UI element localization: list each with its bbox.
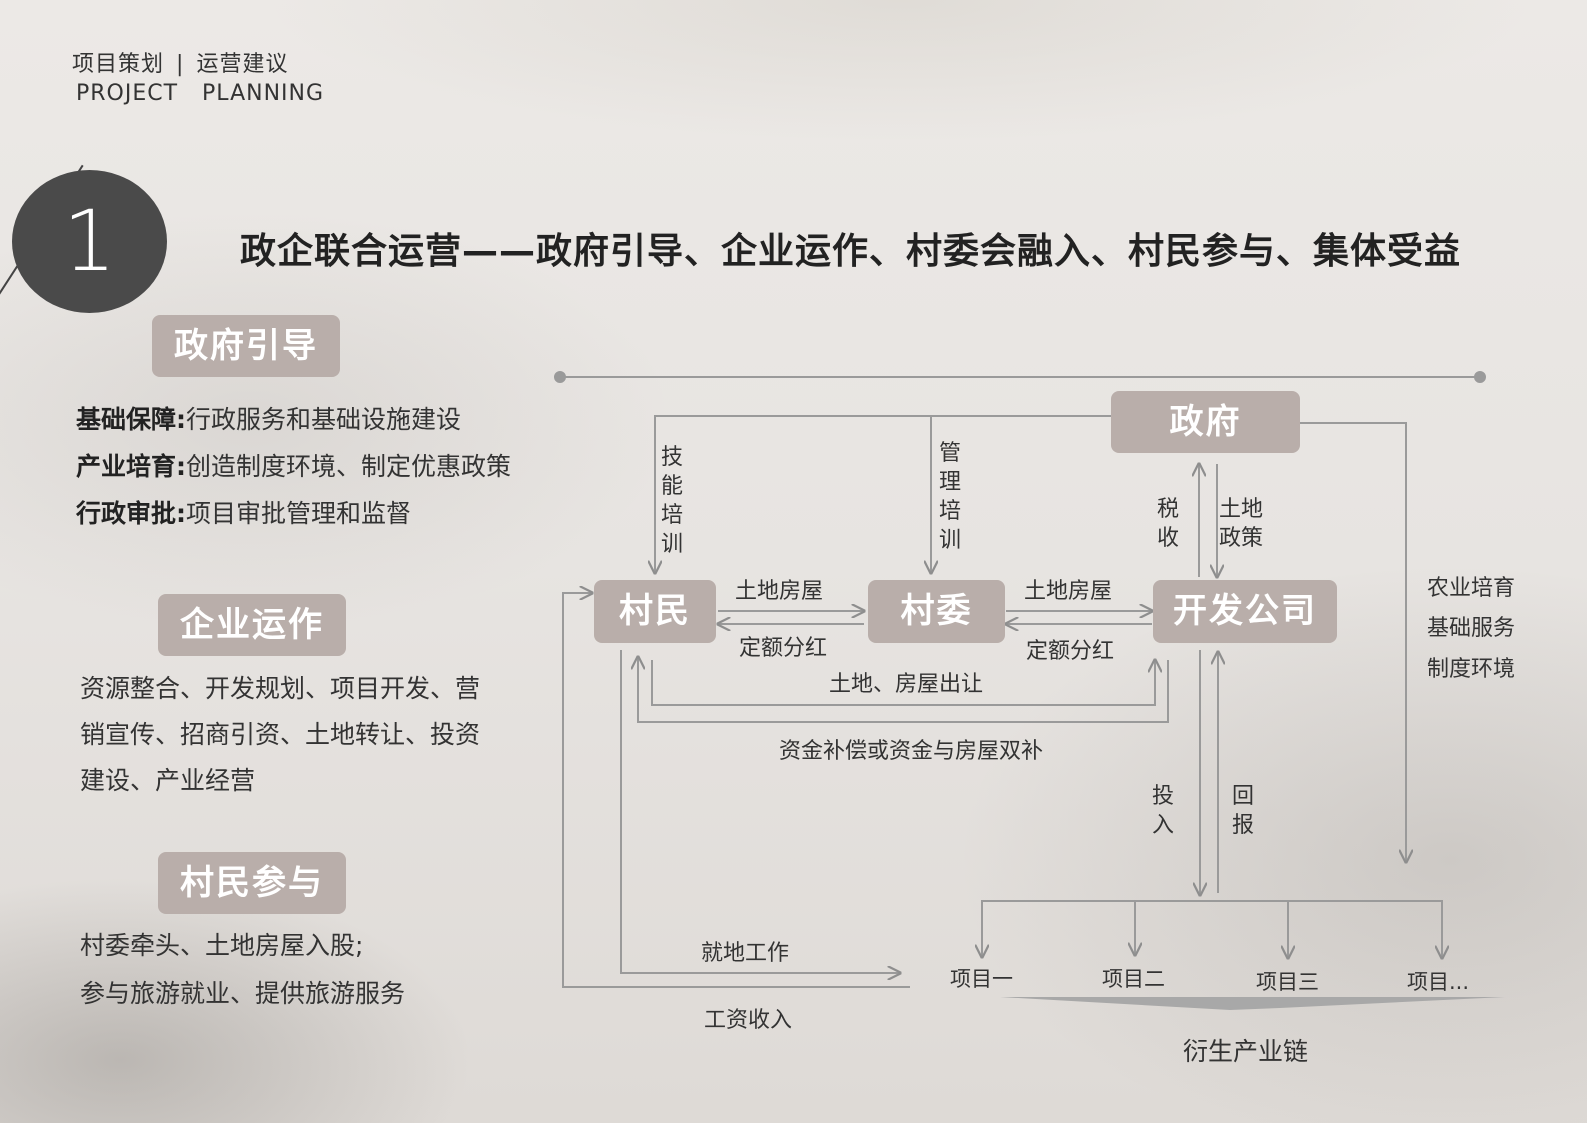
- label-dividend-2: 定额分红: [1026, 639, 1115, 664]
- edge-local-work: [620, 650, 900, 973]
- label-land-house-1: 土地房屋: [735, 579, 824, 604]
- gov-item-label: 产业培育:: [76, 452, 186, 481]
- badge-gov-guidance: 政府引导: [152, 315, 340, 377]
- header-separator: |: [176, 52, 185, 77]
- node-village-committee: 村委: [868, 580, 1005, 643]
- badge-enterprise-operation: 企业运作: [158, 594, 346, 656]
- node-developer: 开发公司: [1153, 580, 1337, 643]
- gov-item-3: 行政审批:项目审批管理和监督: [76, 494, 411, 530]
- project-3: 项目三: [1256, 970, 1319, 994]
- gov-item-1: 基础保障:行政服务和基础设施建设: [76, 400, 461, 436]
- gov-item-text: 创造制度环境、制定优惠政策: [186, 452, 512, 481]
- label-wage-income: 工资收入: [704, 1008, 793, 1033]
- label-agri-cultivation: 农业培育: [1427, 576, 1516, 601]
- label-dividend-1: 定额分红: [739, 636, 828, 661]
- page-title: 政企联合运营——政府引导、企业运作、村委会融入、村民参与、集体受益: [240, 231, 1462, 272]
- label-basic-services: 基础服务: [1427, 616, 1516, 641]
- edge-gov-villagers: [655, 415, 1112, 573]
- chain-underline: [1000, 997, 1505, 1010]
- gov-item-text: 项目审批管理和监督: [186, 499, 412, 528]
- node-government: 政府: [1111, 391, 1300, 453]
- header-breadcrumb: 项目策划 | 运营建议: [72, 46, 288, 78]
- gov-item-label: 基础保障:: [76, 405, 186, 434]
- header-english: PROJECT PLANNING: [76, 81, 325, 106]
- project-2: 项目二: [1102, 967, 1165, 991]
- project-1: 项目一: [950, 967, 1013, 991]
- edge-land-transfer: [651, 660, 1155, 706]
- divider-dot-right: [1474, 371, 1486, 383]
- villager-line-1: 村委牵头、土地房屋入股;: [80, 931, 364, 960]
- villager-line-2: 参与旅游就业、提供旅游服务: [80, 979, 406, 1008]
- edge-gov-projects: [1300, 422, 1406, 862]
- divider-dot-left: [554, 371, 566, 383]
- label-compensation: 资金补偿或资金与房屋双补: [779, 739, 1044, 764]
- project-more: 项目...: [1407, 970, 1470, 994]
- enterprise-line-1: 资源整合、开发规划、项目开发、营: [80, 674, 481, 703]
- enterprise-line-3: 建设、产业经营: [80, 766, 256, 795]
- label-return: 回报: [1231, 784, 1254, 838]
- label-skill-training: 技能培训: [660, 445, 683, 557]
- badge-villager-participation: 村民参与: [158, 852, 346, 914]
- section-number-circle: [12, 170, 167, 313]
- section-number: 1: [62, 192, 117, 290]
- gov-item-text: 行政服务和基础设施建设: [186, 405, 462, 434]
- label-derived-industry-chain: 衍生产业链: [1183, 1037, 1309, 1066]
- header-subcategory: 运营建议: [196, 52, 289, 77]
- header-category: 项目策划: [72, 52, 165, 77]
- node-villagers: 村民: [594, 580, 716, 643]
- label-institutional-env: 制度环境: [1427, 657, 1516, 682]
- enterprise-line-2: 销宣传、招商引资、土地转让、投资: [80, 720, 481, 749]
- gov-item-label: 行政审批:: [76, 499, 186, 528]
- edge-compensation: [638, 657, 1169, 723]
- label-invest: 投入: [1151, 784, 1174, 838]
- label-mgmt-training: 管理培训: [938, 441, 961, 553]
- label-land-house-2: 土地房屋: [1024, 579, 1113, 604]
- villager-description: 村委牵头、土地房屋入股; 参与旅游就业、提供旅游服务: [80, 922, 520, 1018]
- label-tax: 税收: [1156, 497, 1179, 551]
- label-local-work: 就地工作: [701, 941, 790, 966]
- label-land-policy: 土地政策: [1218, 497, 1263, 551]
- edge-wage-income: [562, 593, 910, 988]
- gov-item-2: 产业培育:创造制度环境、制定优惠政策: [76, 447, 511, 483]
- label-land-house-transfer: 土地、房屋出让: [829, 672, 984, 697]
- edge-gov-committee: [931, 415, 1112, 573]
- enterprise-description: 资源整合、开发规划、项目开发、营 销宣传、招商引资、土地转让、投资 建设、产业经…: [80, 666, 520, 804]
- projects-bracket: [981, 900, 1443, 957]
